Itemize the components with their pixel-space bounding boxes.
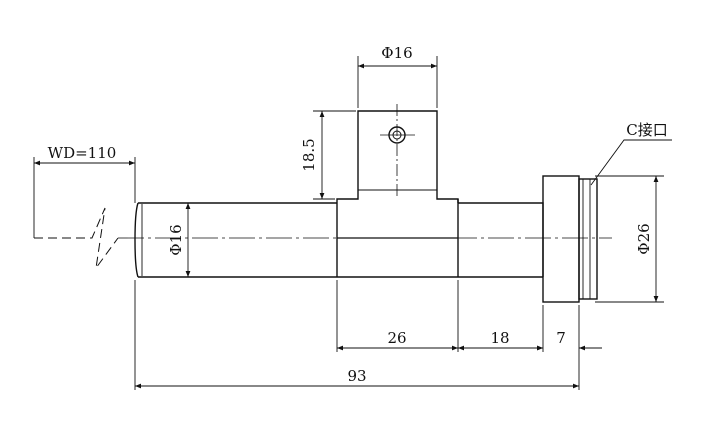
working-distance-break-line bbox=[34, 207, 119, 269]
c-mount-thread bbox=[578, 178, 598, 300]
top-boss bbox=[336, 110, 459, 203]
dim-length-26: 26 bbox=[387, 329, 406, 347]
dim-top-diameter: Φ16 bbox=[381, 44, 412, 62]
front-barrel bbox=[134, 202, 543, 278]
c-mount-flange bbox=[542, 175, 580, 303]
screw-hole bbox=[380, 104, 415, 196]
dim-mount-diameter: Φ26 bbox=[635, 223, 653, 254]
dimension-lines bbox=[33, 56, 672, 390]
dim-length-7: 7 bbox=[556, 329, 566, 347]
label-c-interface: C接口 bbox=[626, 121, 667, 139]
dim-length-18: 18 bbox=[490, 329, 509, 347]
dim-body-diameter: Φ16 bbox=[167, 224, 185, 255]
lens-outline bbox=[134, 110, 598, 303]
dim-boss-height: 18.5 bbox=[300, 138, 318, 171]
dim-total-length: 93 bbox=[347, 367, 366, 385]
dim-working-distance: WD=110 bbox=[48, 144, 117, 162]
